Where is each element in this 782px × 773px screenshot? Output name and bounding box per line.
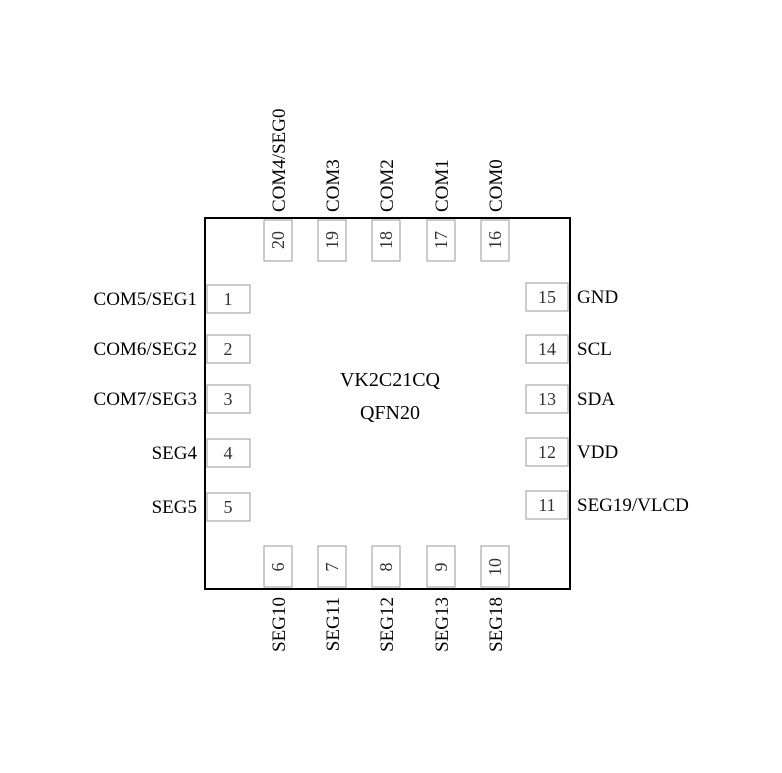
pin-label-seg13: SEG13	[432, 597, 453, 652]
pin-label-com4-seg0: COM4/SEG0	[269, 109, 290, 212]
pin-number-10: 10	[485, 558, 505, 576]
pin-label-com7-seg3: COM7/SEG3	[94, 389, 197, 410]
pin-label-com2: COM2	[377, 159, 398, 212]
pin-number-13: 13	[538, 389, 556, 409]
pin-label-com0: COM0	[486, 159, 507, 212]
pin-number-2: 2	[224, 339, 233, 359]
pin-label-scl: SCL	[577, 339, 612, 360]
pin-pad-9	[426, 545, 456, 588]
pin-pad-11	[525, 490, 569, 520]
pin-number-6: 6	[268, 563, 288, 572]
pin-number-15: 15	[538, 287, 556, 307]
pin-pad-3	[206, 384, 251, 414]
pin-label-com5-seg1: COM5/SEG1	[94, 289, 197, 310]
pin-label-com1: COM1	[432, 159, 453, 212]
pin-number-8: 8	[376, 563, 396, 572]
pin-number-12: 12	[538, 442, 556, 462]
pin-label-seg4: SEG4	[152, 443, 198, 464]
pin-number-5: 5	[224, 497, 233, 517]
pin-label-seg18: SEG18	[486, 597, 507, 652]
chip-package: QFN20	[360, 402, 420, 424]
pin-number-4: 4	[224, 443, 233, 463]
pin-pad-14	[525, 334, 569, 364]
pin-number-19: 19	[322, 231, 342, 249]
pin-pad-1	[206, 284, 251, 314]
pin-pad-12	[525, 437, 569, 467]
pin-pad-15	[525, 282, 569, 312]
pin-pad-4	[206, 438, 251, 468]
pin-pad-20	[263, 219, 293, 262]
pin-label-seg12: SEG12	[377, 597, 398, 652]
pin-label-seg10: SEG10	[269, 597, 290, 652]
pin-pad-8	[371, 545, 401, 588]
pin-pad-19	[317, 219, 347, 262]
pin-number-18: 18	[376, 231, 396, 249]
pin-number-3: 3	[224, 389, 233, 409]
pin-number-16: 16	[485, 231, 505, 249]
pin-pad-6	[263, 545, 293, 588]
pin-number-17: 17	[431, 231, 451, 249]
pin-number-14: 14	[538, 339, 556, 359]
pin-pad-18	[371, 219, 401, 262]
pin-label-seg19-vlcd: SEG19/VLCD	[577, 495, 689, 516]
pin-number-11: 11	[538, 495, 555, 515]
pin-number-9: 9	[431, 563, 451, 572]
pin-label-seg5: SEG5	[152, 497, 197, 518]
pin-pad-5	[206, 492, 251, 522]
pin-pad-13	[525, 384, 569, 414]
pins-top: 20 COM4/SEG0 19 COM3 18 COM2 17 COM1 16 COM0	[263, 109, 510, 262]
pin-pad-17	[426, 219, 456, 262]
pin-number-7: 7	[322, 563, 342, 572]
pin-pad-10	[480, 545, 510, 588]
pin-number-1: 1	[224, 289, 233, 309]
chip-body	[204, 217, 571, 590]
pin-label-com6-seg2: COM6/SEG2	[94, 339, 197, 360]
pin-label-vdd: VDD	[577, 442, 618, 463]
pin-pad-16	[480, 219, 510, 262]
pin-label-sda: SDA	[577, 389, 615, 410]
pin-label-seg11: SEG11	[323, 597, 344, 651]
pins-right: 15 GND 14 SCL 13 SDA 12 VDD 11 SEG19/VLCD	[525, 282, 689, 520]
pin-label-com3: COM3	[323, 159, 344, 212]
pins-left: 1 COM5/SEG1 2 COM6/SEG2 3 COM7/SEG3 4 SEG4 5 SEG5	[94, 284, 251, 522]
pin-pad-7	[317, 545, 347, 588]
pin-label-gnd: GND	[577, 287, 618, 308]
pin-pad-2	[206, 334, 251, 364]
pin-number-20: 20	[268, 231, 288, 249]
chip-part-number: VK2C21CQ	[340, 369, 441, 391]
